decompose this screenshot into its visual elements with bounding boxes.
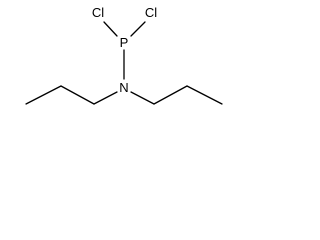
bond-cl-right-p (130, 21, 146, 37)
bond-n-c1-right (130, 91, 155, 105)
bond-c2-c3-right (186, 85, 223, 105)
atom-nitrogen: N (119, 80, 128, 95)
molecule-structure-diagram: Cl Cl P N (0, 0, 248, 126)
bond-c1-c2-left (60, 85, 95, 105)
atom-phosphorus: P (120, 35, 129, 50)
bond-cl-left-p (103, 21, 118, 37)
molecule-svg: Cl Cl P N (25, 5, 223, 105)
atom-cl-right: Cl (145, 5, 157, 20)
bond-n-c1-left (93, 91, 118, 105)
bond-c1-c2-right (153, 85, 188, 105)
bond-c2-c3-left (25, 85, 62, 105)
atom-cl-left: Cl (92, 5, 104, 20)
